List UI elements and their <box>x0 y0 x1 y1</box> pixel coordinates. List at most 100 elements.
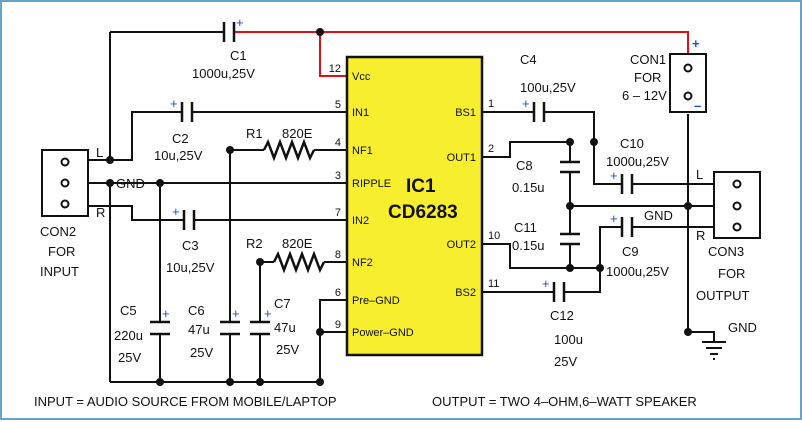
c11-value: 0.15u <box>512 238 545 253</box>
r2-value: 820E <box>282 236 313 251</box>
con3-connector <box>713 171 761 239</box>
junctions <box>106 28 692 386</box>
ic-pin-number: 11 <box>488 278 499 290</box>
ic-pin-name: IN2 <box>352 215 369 227</box>
c11-ref: C11 <box>514 220 537 235</box>
junction <box>316 378 324 386</box>
ground-icon <box>702 341 726 360</box>
c10-plus: + <box>610 168 618 183</box>
ic-pin-name: NF2 <box>352 257 373 269</box>
con1-plus: + <box>692 36 700 51</box>
junction <box>106 179 114 187</box>
c8-plates <box>560 160 580 174</box>
ic-pin-name: Vcc <box>352 71 371 83</box>
r1-value: 820E <box>282 126 313 141</box>
c7-ref: C7 <box>274 296 291 311</box>
c6-value1: 47u <box>188 322 210 337</box>
c6-ref: C6 <box>188 303 205 318</box>
junction <box>226 378 234 386</box>
junction <box>316 28 324 36</box>
c7-value2: 25V <box>276 342 299 357</box>
ic-pin-number: 12 <box>329 63 341 75</box>
c9-plus: + <box>610 211 618 226</box>
c7-plus: + <box>264 306 272 321</box>
c8-ref: C8 <box>516 158 533 173</box>
c3-plates <box>182 210 196 230</box>
ic-pin-name: BS2 <box>455 287 476 299</box>
polarity-marks: + + + + + + + + + + <box>162 15 618 321</box>
r2-zigzag <box>272 250 326 274</box>
ground-label: GND <box>728 320 757 335</box>
c9-ref: C9 <box>622 244 639 259</box>
junction <box>256 258 264 266</box>
c11-plates <box>560 232 580 246</box>
wire-nf1 <box>229 149 347 382</box>
c2-ref: C2 <box>172 131 189 146</box>
con3-l: L <box>696 167 703 182</box>
c9-plates <box>620 217 634 237</box>
junction <box>566 264 574 272</box>
con1-connector <box>669 53 707 113</box>
ic-pin-name: OUT2 <box>447 239 476 251</box>
junction <box>156 179 164 187</box>
junction <box>566 202 574 210</box>
con2-title3: INPUT <box>40 264 79 279</box>
c7-value1: 47u <box>274 320 296 335</box>
r2-ref: R2 <box>246 236 263 251</box>
wire-out1 <box>482 141 571 206</box>
wire-top-left <box>109 31 224 160</box>
ic1-body <box>345 55 484 357</box>
c12-ref: C12 <box>550 308 574 323</box>
con1-minus: – <box>694 98 701 113</box>
ic-pin-name: Power–GND <box>352 327 414 339</box>
junction <box>566 138 574 146</box>
junction <box>106 156 114 164</box>
c1-value: 1000u,25V <box>192 66 255 81</box>
junction <box>596 264 604 272</box>
con3-title2: FOR <box>718 266 745 281</box>
c12-value1: 100u <box>554 332 583 347</box>
c4-ref: C4 <box>520 52 537 67</box>
ic-pin-name: BS1 <box>455 107 476 119</box>
c9-value: 1000u,25V <box>606 264 669 279</box>
ic-pin-number: 5 <box>335 99 341 111</box>
c3-plus: + <box>172 204 180 219</box>
con2-title2: FOR <box>48 244 75 259</box>
ic-pin-number: 3 <box>335 170 341 182</box>
resistors <box>262 138 326 274</box>
con1-title1: CON1 <box>630 52 666 67</box>
labels: C1 1000u,25V C2 10u,25V C3 10u,25V R1 82… <box>34 36 757 409</box>
wire-vcc-rail <box>234 31 689 77</box>
ic-pin-number: 4 <box>335 137 341 149</box>
ic-pin-name: OUT1 <box>447 152 476 164</box>
c5-value1: 220u <box>114 328 143 343</box>
ic-pin-number: 7 <box>335 207 341 219</box>
c5-plates <box>150 320 170 336</box>
c2-plus: + <box>170 96 178 111</box>
con3-title3: OUTPUT <box>696 288 750 303</box>
con2-connector <box>41 149 89 217</box>
wires <box>88 31 715 383</box>
c2-plates <box>180 102 194 122</box>
ic-pin-name: RIPPLE <box>352 178 391 190</box>
c8-value: 0.15u <box>512 180 545 195</box>
ic-pin-number: 9 <box>335 319 341 331</box>
junction <box>590 138 598 146</box>
c6-value2: 25V <box>190 345 213 360</box>
ic-pin-name: IN1 <box>352 107 369 119</box>
wire-bs2 <box>482 268 601 293</box>
wire-input-gnd <box>88 182 347 383</box>
c4-plates <box>532 102 546 122</box>
c5-plus: + <box>162 306 170 321</box>
capacitors <box>150 22 634 336</box>
wire-pgnd <box>319 299 347 382</box>
wire-out2 <box>482 206 714 269</box>
junction <box>684 202 692 210</box>
c12-plus: + <box>542 276 550 291</box>
footer-output-note: OUTPUT = TWO 4–OHM,6–WATT SPEAKER <box>432 394 697 409</box>
ic1-part: CD6283 <box>388 202 458 223</box>
junction <box>226 146 234 154</box>
r1-ref: R1 <box>246 126 263 141</box>
ic-pin-number: 1 <box>488 98 494 110</box>
